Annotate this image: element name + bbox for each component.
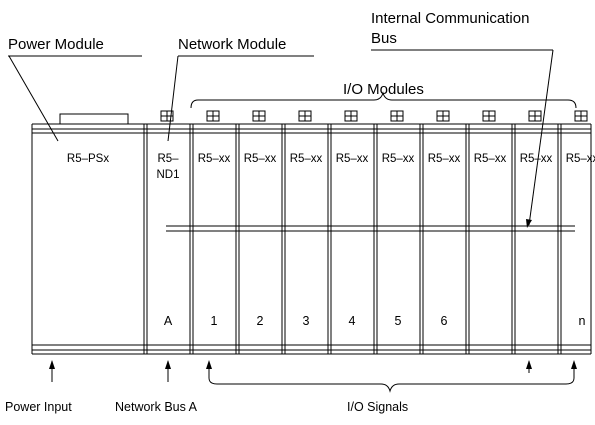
internal-bus-label-line1: Internal Communication	[371, 10, 529, 27]
power-module-leader	[8, 55, 59, 142]
module-connector-icon	[436, 110, 450, 122]
network-module-name-line1: R5–	[157, 153, 179, 165]
io-module-name: R5–xx	[474, 153, 507, 165]
power-input-label: Power Input	[5, 400, 72, 414]
io-signals-label: I/O Signals	[347, 400, 408, 414]
power-module-top-tab	[59, 113, 129, 125]
io-module-name: R5–xx	[566, 153, 595, 165]
network-bus-a-label: Network Bus A	[115, 400, 198, 414]
module-connector-icon	[390, 110, 404, 122]
io-module-name: R5–xx	[428, 153, 461, 165]
io-module-terminal: 6	[441, 314, 448, 328]
module-divider	[327, 124, 332, 354]
io-module-terminal: 1	[211, 314, 218, 328]
module-divider	[419, 124, 424, 354]
io-module-terminal: 3	[303, 314, 310, 328]
module-divider	[235, 124, 240, 354]
module-connector-icon	[252, 110, 266, 122]
module-divider	[189, 124, 194, 354]
network-module-label: Network Module	[178, 36, 286, 53]
power-module-label: Power Module	[8, 36, 104, 53]
network-bus-a-arrow	[165, 360, 171, 382]
internal-bus-leader	[528, 49, 554, 226]
module-divider	[143, 124, 148, 354]
module-connector-icon	[344, 110, 358, 122]
power-module-name: R5–PSx	[67, 153, 109, 165]
io-module-name: R5–xx	[520, 153, 553, 165]
io-module-name: R5–xx	[198, 153, 231, 165]
io-signals-brace	[208, 364, 575, 393]
module-connector-icon	[160, 110, 174, 122]
network-module-terminal: A	[164, 314, 173, 328]
io-modules-brace	[190, 91, 577, 109]
io-module-name: R5–xx	[382, 153, 415, 165]
io-module-name: R5–xx	[244, 153, 277, 165]
io-module-terminal: 4	[349, 314, 356, 328]
io-signals-arrow-mid	[526, 360, 532, 373]
module-connector-icon	[206, 110, 220, 122]
power-input-arrow	[49, 360, 55, 382]
module-divider	[557, 124, 562, 354]
io-module-terminal: n	[579, 314, 586, 328]
io-module-name: R5–xx	[290, 153, 323, 165]
module-divider	[373, 124, 378, 354]
io-module-terminal: 5	[395, 314, 402, 328]
internal-bus-arrowhead	[526, 219, 532, 228]
internal-bus-label-line2: Bus	[371, 30, 397, 47]
module-divider	[511, 124, 516, 354]
io-module-terminal: 2	[257, 314, 264, 328]
network-module-leader	[167, 55, 179, 142]
module-connector-icon	[574, 110, 588, 122]
module-connector-icon	[298, 110, 312, 122]
network-module-name-line2: ND1	[156, 169, 179, 181]
module-divider	[281, 124, 286, 354]
io-modules-label: I/O Modules	[343, 81, 424, 98]
io-module-name: R5–xx	[336, 153, 369, 165]
module-connector-icon	[528, 110, 542, 122]
module-divider	[465, 124, 470, 354]
module-connector-icon	[482, 110, 496, 122]
